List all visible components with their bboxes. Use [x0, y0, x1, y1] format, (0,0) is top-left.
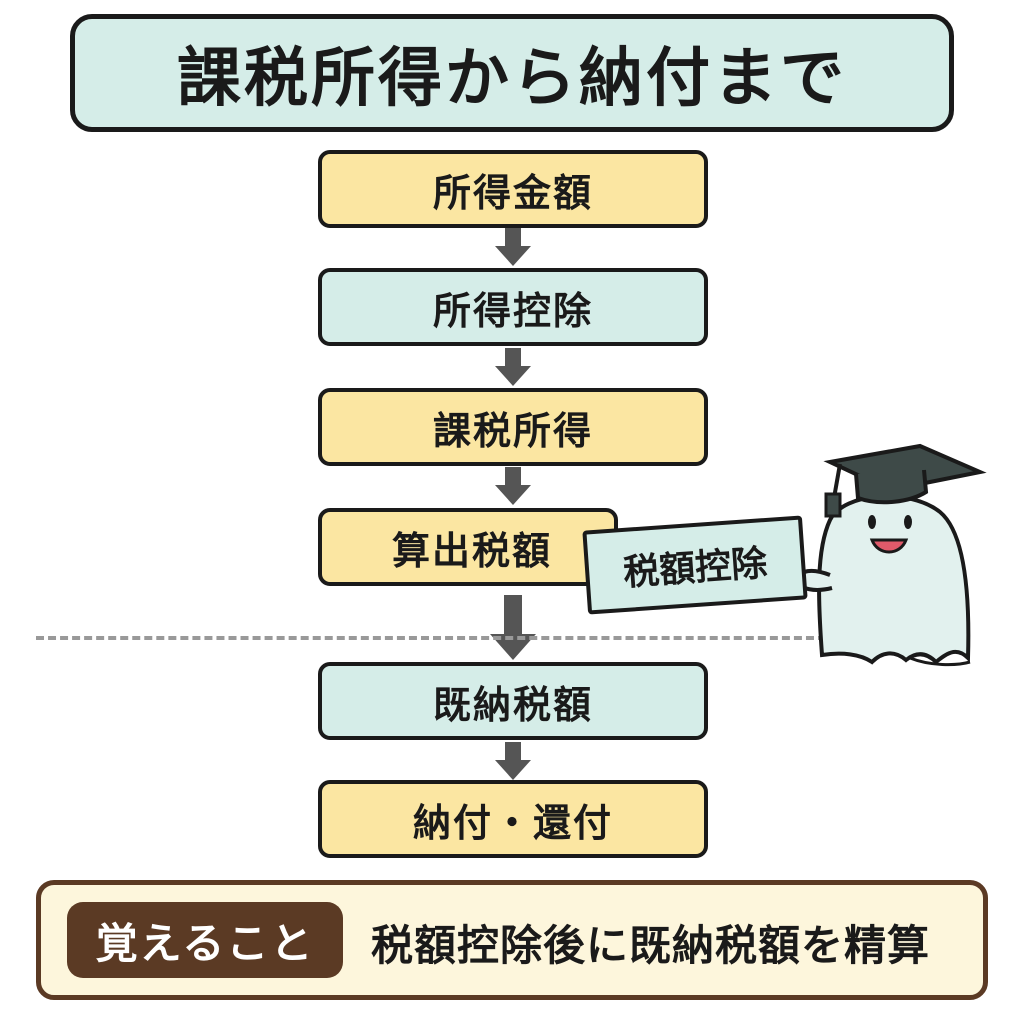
arrow-4	[490, 595, 536, 660]
arrow-3	[495, 467, 531, 505]
arrow-1	[495, 228, 531, 266]
step-income-amount: 所得金額	[318, 150, 708, 228]
arrow-5	[495, 742, 531, 780]
dashed-divider	[36, 636, 826, 640]
step-income-deduction: 所得控除	[318, 268, 708, 346]
tax-credit-card: 税額控除	[582, 515, 808, 615]
step-taxable-income: 課税所得	[318, 388, 708, 466]
ghost-mascot-icon	[793, 443, 987, 667]
key-point-text: 税額控除後に既納税額を精算	[371, 920, 931, 970]
arrow-2	[495, 348, 531, 386]
key-point-badge: 覚えること	[67, 902, 343, 978]
diagram-title: 課税所得から納付まで	[70, 14, 954, 132]
step-payment-refund: 納付・還付	[318, 780, 708, 858]
key-point-box: 覚えること 税額控除後に既納税額を精算	[36, 880, 988, 1000]
step-calculated-tax: 算出税額	[318, 508, 618, 586]
step-prepaid-tax: 既納税額	[318, 662, 708, 740]
